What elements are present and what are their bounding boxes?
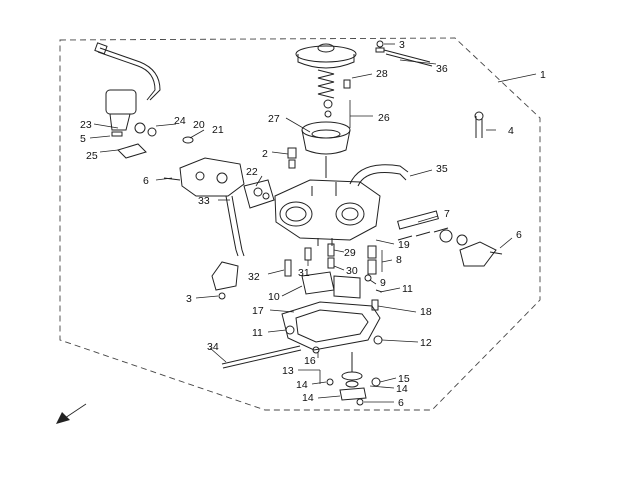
label-6-a: 5 (80, 133, 86, 145)
label-11-a: 11 (252, 327, 263, 339)
label-20: 20 (193, 119, 205, 131)
top-cap (295, 43, 357, 69)
label-27: 27 (268, 113, 280, 125)
label-23: 23 (80, 119, 92, 131)
label-25: 25 (86, 150, 98, 162)
arrow-down-left-icon (56, 403, 87, 424)
label-12: 13 (282, 365, 294, 377)
parts-7-8 (364, 245, 377, 282)
label-5: 7 (444, 208, 450, 220)
label-28: 28 (376, 68, 388, 80)
throttle-stop (459, 241, 503, 267)
label-9: 10 (268, 291, 280, 303)
label-32: 32 (248, 271, 260, 283)
label-8: 9 (380, 277, 386, 289)
label-14-a: 14 (296, 379, 308, 391)
label-36: 36 (436, 63, 448, 75)
label-24: 24 (174, 115, 186, 127)
label-15: 15 (398, 373, 410, 385)
label-1: 1 (540, 69, 546, 81)
label-6-b: 6 (143, 175, 149, 187)
intake-hose (349, 164, 409, 185)
leader-lines (89, 43, 537, 403)
label-34: 34 (207, 341, 219, 353)
bracket (211, 261, 239, 300)
needle-clip (323, 79, 351, 118)
jet-2 (287, 147, 297, 169)
idle-screw-set (397, 210, 468, 246)
label-30: 30 (346, 265, 358, 277)
label-14-b2: 14 (396, 383, 408, 395)
label-17: 17 (252, 305, 264, 317)
label-6-d: 6 (398, 397, 404, 409)
label-31: 31 (298, 267, 310, 279)
label-2: 2 (262, 148, 268, 160)
label-4: 4 (508, 125, 514, 137)
screw-36 (375, 40, 433, 67)
float-bowl (281, 301, 383, 351)
gasket (243, 179, 275, 209)
label-3-top: 3 (399, 39, 405, 51)
label-3-left: 3 (186, 293, 192, 305)
drain-screw (371, 289, 383, 311)
float (301, 271, 361, 299)
label-26: 26 (378, 112, 390, 124)
float-valve (312, 346, 381, 406)
vent-hose (225, 195, 239, 257)
label-7: 8 (396, 254, 402, 266)
label-11-b: 12 (420, 337, 432, 349)
drain-pin (221, 345, 302, 369)
label-6-c: 6 (516, 229, 522, 241)
label-21: 21 (212, 124, 224, 136)
label-10: 11 (402, 283, 413, 295)
screws-4 (474, 111, 484, 138)
choke-cable (94, 42, 161, 131)
side-housing (163, 157, 245, 197)
choke-plunger-parts (111, 122, 194, 159)
label-13: 14 (302, 392, 314, 404)
label-33: 33 (198, 195, 210, 207)
assembly-frame (59, 37, 541, 411)
part-labels: 3 36 1 28 4 26 27 2 23 24 20 21 5 25 6 2… (80, 39, 546, 409)
label-16: 16 (304, 355, 316, 367)
carburetor-body (274, 179, 381, 246)
vacuum-piston (301, 121, 351, 178)
label-29: 29 (344, 247, 356, 259)
label-18: 18 (420, 306, 432, 318)
label-19: 19 (398, 239, 410, 251)
spring (317, 69, 335, 99)
label-22: 22 (246, 166, 258, 178)
label-35: 35 (436, 163, 448, 175)
